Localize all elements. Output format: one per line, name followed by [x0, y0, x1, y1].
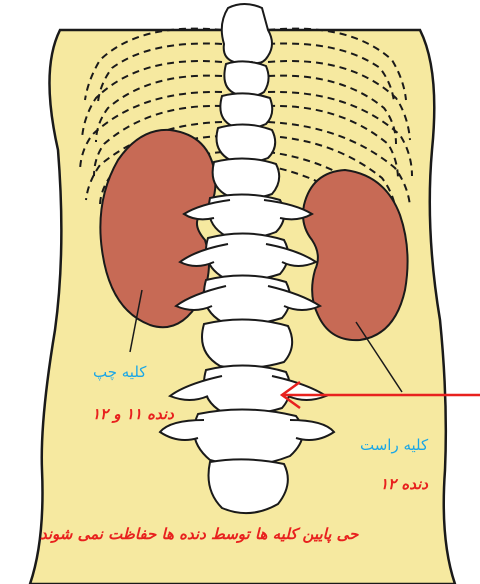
caption-text: حی پایین کلیه ها توسط دنده ها حفاظت نمی …: [40, 525, 358, 543]
right-rib-label: دنده ۱۲: [380, 475, 428, 493]
right-kidney-label: کلیه راست: [360, 436, 428, 454]
left-ribs-label: دنده ۱۱ و ۱۲: [92, 405, 174, 423]
left-kidney-label: کلیه چپ: [93, 363, 146, 381]
